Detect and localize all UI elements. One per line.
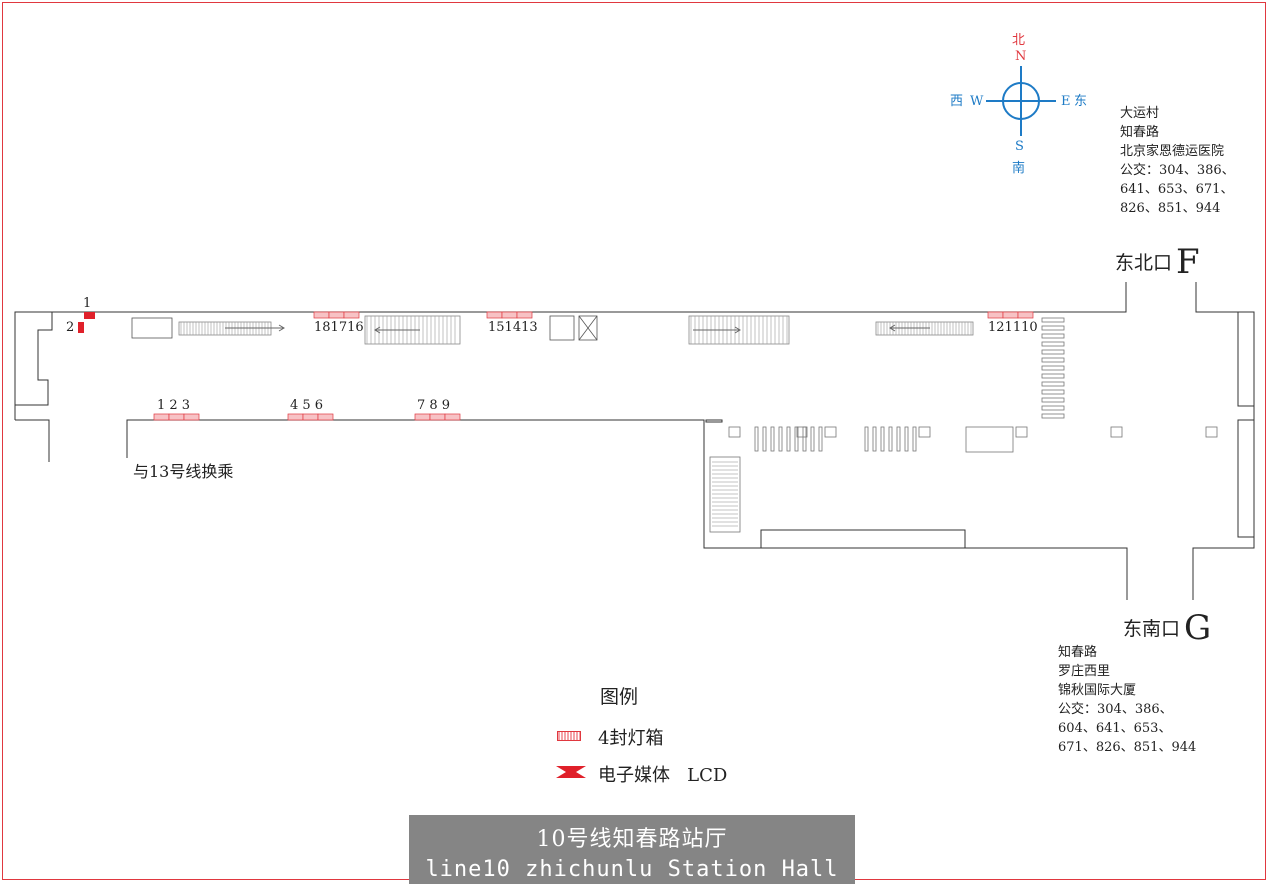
lcd-marker-1 — [84, 312, 95, 319]
legend-title: 图例 — [600, 686, 639, 708]
lcd-legend-icon — [556, 766, 586, 778]
exit-f-letter: F — [1176, 242, 1200, 282]
exit-g-info-line: 671、826、851、944 — [1058, 740, 1197, 755]
legend-lightbox-label: 4封灯箱 — [598, 728, 664, 749]
lightbox-icon — [429, 413, 446, 421]
lightbox-group-label: 151413 — [488, 320, 538, 335]
lcd-marker-2 — [78, 322, 84, 333]
compass-south-en: S — [1015, 139, 1024, 154]
lightbox-icon — [287, 413, 304, 421]
transfer-label: 与13号线换乘 — [133, 462, 234, 481]
lightbox-icon — [1002, 311, 1019, 319]
lightbox-icon — [317, 413, 334, 421]
lightbox-icon — [168, 413, 185, 421]
lightbox-icon — [153, 413, 170, 421]
exit-f-name: 东北口 — [1115, 252, 1173, 274]
legend-lcd-label: 电子媒体 LCD — [598, 765, 728, 786]
exit-f-info-line: 知春路 — [1120, 125, 1160, 140]
station-title-cn: 10号线知春路站厅 — [536, 827, 728, 852]
lightbox-icon — [444, 413, 461, 421]
compass-east-en: E — [1061, 94, 1071, 109]
exit-g-name: 东南口 — [1123, 618, 1181, 640]
lightbox-icon — [486, 311, 503, 319]
exit-g-info-line: 罗庄西里 — [1058, 664, 1111, 679]
exit-g-letter: G — [1184, 608, 1212, 648]
lightbox-icon — [987, 311, 1004, 319]
lightbox-group-label: 4 5 6 — [290, 398, 324, 413]
compass-south-cn: 南 — [1012, 161, 1026, 176]
lcd-markers — [78, 312, 95, 333]
lightbox-group-label: 1 2 3 — [157, 398, 191, 413]
exit-g-info-line: 锦秋国际大厦 — [1058, 683, 1137, 698]
escalator-group — [131, 315, 974, 345]
lightbox-icon — [328, 311, 345, 319]
hall-outline — [14, 282, 1127, 420]
lcd-number-1: 1 — [83, 296, 92, 311]
compass-north-en: N — [1015, 49, 1027, 64]
lightbox-icon — [343, 311, 360, 319]
lightbox-icon — [501, 311, 518, 319]
compass-north-cn: 北 — [1012, 33, 1026, 48]
compass-west-en: W — [970, 94, 984, 109]
exit-g-info-line: 知春路 — [1058, 645, 1098, 660]
lightbox-icon — [516, 311, 533, 319]
lightbox-icon — [1017, 311, 1034, 319]
lightbox-legend-icon — [557, 731, 581, 741]
compass-west-cn: 西 — [950, 94, 964, 109]
exit-f-info-line: 北京家恩德运医院 — [1120, 144, 1225, 159]
exit-f-info: 大运村 知春路 北京家恩德运医院 公交：304、386、 641、653、671… — [1120, 104, 1235, 218]
lightbox-icon — [302, 413, 319, 421]
exit-f-info-line: 公交：304、386、 — [1120, 163, 1235, 178]
lightbox-group-label: 181716 — [314, 320, 364, 335]
hall-outline-bottom — [126, 419, 1128, 600]
hall-outline-right — [1192, 282, 1255, 600]
compass-east-cn: 东 — [1074, 94, 1088, 109]
lightbox-group-label: 121110 — [988, 320, 1038, 335]
station-title-banner: 10号线知春路站厅 line10 zhichunlu Station Hall — [409, 815, 855, 884]
compass-icon — [986, 66, 1056, 136]
lightbox-icon — [313, 311, 330, 319]
exit-g-info: 知春路 罗庄西里 锦秋国际大厦 公交：304、386、 604、641、653、… — [1058, 643, 1196, 757]
station-title-en: line10 zhichunlu Station Hall — [425, 857, 839, 882]
exit-g-info-line: 604、641、653、 — [1058, 721, 1172, 736]
exit-f-info-line: 641、653、671、 — [1120, 182, 1234, 197]
lcd-number-2: 2 — [66, 320, 75, 335]
exit-g-info-line: 公交：304、386、 — [1058, 702, 1173, 717]
exit-f-info-line: 826、851、944 — [1120, 201, 1221, 216]
lightbox-icon — [414, 413, 431, 421]
lightbox-icon — [183, 413, 200, 421]
lightbox-group-label: 7 8 9 — [417, 398, 451, 413]
exit-f-info-line: 大运村 — [1120, 106, 1160, 121]
